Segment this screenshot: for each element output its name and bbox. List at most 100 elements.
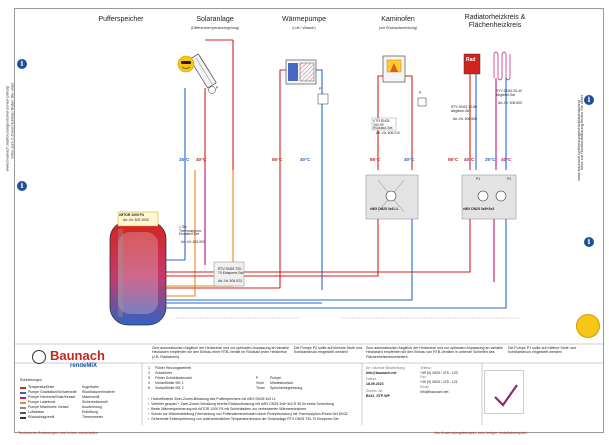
note-pump-p1: Die Pumpe P1 sollte auf mittlere Stufe u… [508, 346, 576, 355]
mixing-station-heizkreis [461, 174, 517, 220]
title-block-value-1: Info@baunach.net [366, 370, 397, 375]
solar-collector [189, 53, 217, 89]
sun-smiley-icon [177, 55, 195, 73]
pump-heizkreis-1-label: P1 [476, 177, 481, 181]
info-icon-left-lower[interactable]: i [17, 181, 27, 191]
contact-label-3: Email [420, 384, 429, 389]
list-item: ›Verteiler gespart + Zwei-Zonen-Schaltun… [148, 402, 334, 407]
stove-unit [382, 55, 406, 83]
rtv-valve-box [213, 261, 245, 287]
mixer-valve-heizkreis-2 [495, 190, 507, 202]
heading-waermepumpe: Wärmepumpe [282, 16, 326, 23]
temp-radiator-return: 40°C [464, 157, 475, 162]
vtr-valve-box [371, 117, 397, 131]
temp-stove-flow: 55°C [370, 157, 381, 162]
thermosiphon-art-label: Art.-Nr. 503 000 [181, 240, 205, 244]
pump-solar-label: P [216, 86, 219, 90]
title-block-value-3: B241_STP-WP [366, 393, 390, 398]
list-item: ›Gehemmte Eintemperierung von unterschie… [148, 417, 339, 422]
rtv-floor-label: RTV DN15 20-40 Abgleich-Set [496, 89, 522, 97]
title-block: Art. nächste Bearbeitung Info@baunach.ne… [366, 366, 480, 398]
legend-item: Sicherheitsventil [82, 400, 108, 405]
rtv-art-label: Art.-Nr. 504 023 [218, 279, 242, 283]
legend-item: Pumpe Ladekreis [20, 400, 76, 405]
list-item: ›Schutz vor Wärmeableitung (Vermeidung v… [148, 412, 348, 417]
legend-title: Rohrleitungen [20, 378, 42, 382]
legend-item: Pumpe Mischkreis Vorlauf [20, 405, 76, 410]
legend-item: Pumpe Heizkreis/Solar/Kessel [20, 395, 76, 400]
temp-floor-flow: 40°C [501, 157, 512, 162]
rtv-label: RTV DN25 T20-70 Einsperre-Set [218, 267, 244, 275]
temp-heatpump-return: 40°C [300, 157, 311, 162]
underfloor-heating-loop [493, 51, 511, 81]
storage-label-box [117, 211, 159, 227]
info-icon-right-lower[interactable]: i [584, 237, 594, 247]
mix1-label: rMIX DN25 3x8 LL [370, 207, 399, 211]
legend-item: Entlüftung [82, 410, 98, 415]
info-icon[interactable]: i [17, 59, 27, 69]
storage-tank [109, 220, 167, 326]
heat-pump-unit [285, 59, 317, 85]
legend-item: Mischventil [82, 395, 100, 400]
list-item: ›Beste Wärmespeicherung mit rMTOR 1000 P… [148, 407, 307, 412]
heading-solar: Solaranlage [196, 16, 234, 23]
note-floor-balancing: Zum automatischen Abgleich der Heizkreis… [366, 346, 504, 359]
subheading-kaminofen: (mit Rücklaufanhebung) [378, 26, 418, 30]
pump-heatpump-label: P [319, 87, 322, 91]
contact-value-3: info@baunach.net [420, 389, 449, 394]
legend-item: Rückschlagventil [20, 415, 76, 420]
subheading-solar: (Differenztemperaturregelung) [190, 26, 240, 30]
rtv-floor-art-label: Art.-Nr. 506 600 [498, 101, 522, 105]
storage-label: rMTOR 1000 P4 [119, 213, 144, 217]
heading-puffer: Pufferspeicher [98, 16, 144, 23]
rtv-radiator-label: RTV DN15 70-80 Abgleich-Set [451, 105, 477, 113]
subheading-waermepumpe: (Luft / Wasser) [292, 26, 316, 30]
vtr-label: VTR DN25 T60-90 Rücklauf-Set [373, 119, 393, 131]
contact-block: Telefon +49 (0) 2633 / 475 - 120 Fax +49… [420, 366, 480, 394]
legend-column-2: Kugelhahn Rückflussverhinderer Mischvent… [82, 385, 115, 420]
approval-stamp-box [484, 370, 524, 414]
footer-disclaimer: Technische Änderungen und Irrtum vorbeha… [18, 431, 98, 435]
temp-solar-flow: 40°C [196, 157, 207, 162]
storage-art-label: Art.-Nr. 503 1000 [123, 218, 149, 222]
contact-label-1: Telefon [420, 366, 432, 370]
drawing-frame [14, 8, 604, 433]
heading-heizkreis: Radiatorheizkreis & [464, 14, 526, 21]
radiator-label: Rad [466, 57, 476, 63]
info-icon-right-upper[interactable]: i [584, 95, 594, 105]
mixer-valve-heizkreis-1 [477, 190, 489, 202]
heat-pump-pump-icon [317, 93, 329, 105]
legend-item: Rückflussverhinderer [82, 390, 115, 395]
mix2-label: rMIX DN25 3x8+3x3 [463, 207, 495, 211]
vtr-art-label: Art.-Nr. 506 010 [376, 131, 400, 135]
title-block-label-2: Datum [366, 377, 377, 382]
heading-heizkreis-2: Flächenheizkreis [468, 22, 522, 29]
contact-label-2: Fax [420, 375, 426, 380]
pump-heizkreis-2-label: P2 [507, 177, 512, 181]
temp-heatpump-flow: 55°C [272, 157, 283, 162]
legend-item: Temperaturfühler [20, 385, 76, 390]
title-block-label-1: Art. nächste Bearbeitung [366, 366, 405, 370]
temp-floor-return: 25°C [485, 157, 496, 162]
title-block-value-2: 18.09.2023 [366, 382, 384, 387]
feature-list: ›Hocheffiziente Zwei-Zonen-Beladung des … [148, 397, 478, 422]
title-block-label-3: Zeichn.-Nr. [366, 388, 384, 393]
brand-sub: rendeMIX [70, 363, 98, 369]
stove-pump-icon [417, 97, 427, 107]
solar-pump-icon [208, 86, 216, 94]
pump-stove-label: P [419, 91, 422, 95]
legend-item: Thermometer [82, 415, 104, 420]
note-radiator-balancing: Zum automatischen Abgleich der Heizkreis… [152, 346, 290, 359]
legend-item: Pumpe Gravitation/Schwerkraft [20, 390, 76, 395]
contact-value-2: +49 (0) 2633 / 475 - 121 [420, 380, 458, 385]
legend-item: Luftablass [20, 410, 76, 415]
radiator-unit [463, 53, 481, 75]
note-pump-p2: Die Pumpe P2 sollte auf kleinste Stufe u… [294, 346, 363, 355]
contact-value-1: +49 (0) 2633 / 475 - 120 [420, 370, 458, 375]
heading-kaminofen: Kaminofen [381, 16, 415, 23]
mixer-valve-kamin [385, 190, 397, 202]
list-item: ›Hocheffiziente Zwei-Zonen-Beladung des … [148, 397, 276, 402]
